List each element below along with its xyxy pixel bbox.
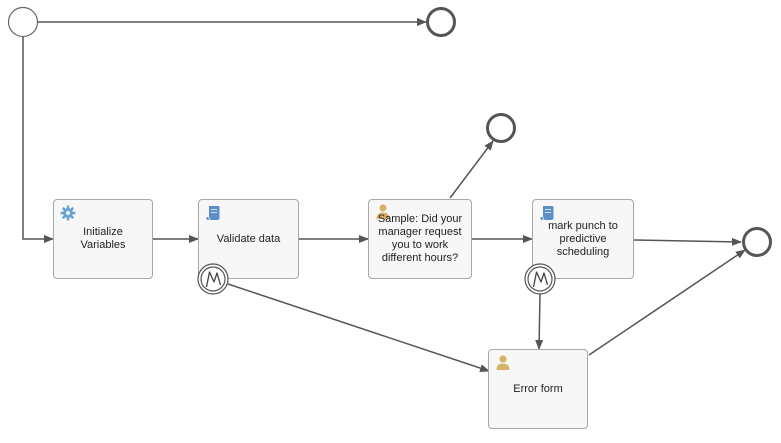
error-icon — [205, 271, 222, 288]
flow-error-form-to-end[interactable] — [588, 249, 746, 356]
script-icon — [206, 206, 220, 221]
task-label: Initialize Variables — [80, 226, 126, 251]
task-sample-manager-request[interactable]: Sample: Did your manager request you to … — [368, 199, 472, 279]
flow-mark-punch-error-to-error-form[interactable] — [535, 293, 544, 350]
task-label: Error form — [513, 382, 563, 395]
end-event-right[interactable] — [742, 227, 772, 257]
start-event[interactable] — [7, 6, 39, 38]
user-icon — [376, 204, 390, 219]
gear-icon — [60, 205, 76, 221]
task-label: Validate data — [216, 232, 281, 245]
task-mark-punch[interactable]: mark punch to predictive scheduling — [532, 199, 634, 279]
error-boundary-validate[interactable] — [197, 263, 229, 295]
user-icon — [496, 355, 510, 370]
task-error-form[interactable]: Error form — [488, 349, 588, 429]
end-event-sample[interactable] — [486, 113, 516, 143]
flow-mark-punch-to-end[interactable] — [633, 237, 742, 246]
error-boundary-mark-punch[interactable] — [524, 263, 556, 295]
flow-start-to-initialize[interactable] — [22, 37, 54, 243]
end-event-top[interactable] — [426, 7, 456, 37]
flow-sample-to-end[interactable] — [449, 140, 494, 199]
task-label: Sample: Did your manager request you to … — [377, 213, 463, 264]
task-initialize-variables[interactable]: Initialize Variables — [53, 199, 153, 279]
error-icon — [532, 271, 549, 288]
flow-validate-error-to-error-form[interactable] — [227, 283, 490, 372]
task-label: mark punch to predictive scheduling — [548, 219, 618, 258]
script-icon — [540, 206, 554, 221]
